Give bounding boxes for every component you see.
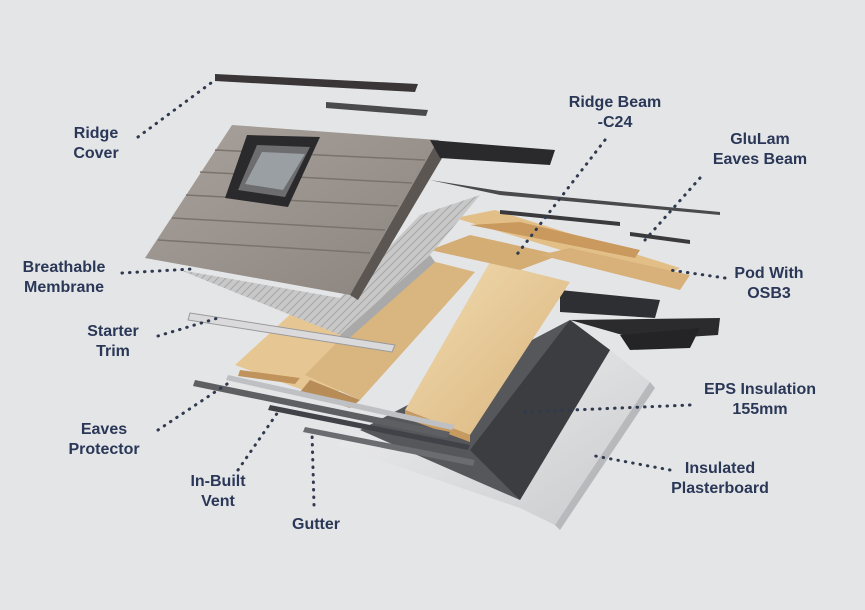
label-eps: EPS Insulation 155mm — [695, 380, 825, 420]
label-pod: Pod With OSB3 — [728, 264, 810, 304]
label-starter-trim: Starter Trim — [82, 322, 144, 362]
leader-eaves-protector — [158, 382, 230, 430]
leader-starter — [158, 318, 218, 336]
leader-vent — [238, 412, 278, 470]
label-glulam: GluLam Eaves Beam — [705, 130, 815, 170]
label-eaves-protector: Eaves Protector — [62, 420, 146, 460]
label-gutter: Gutter — [286, 515, 346, 535]
label-ridge-beam: Ridge Beam -C24 — [560, 93, 670, 133]
ridge-cover-pieces — [215, 74, 428, 116]
label-membrane: Breathable Membrane — [14, 258, 114, 298]
leader-membrane — [122, 269, 192, 273]
label-plasterboard: Insulated Plasterboard — [665, 459, 775, 499]
leader-ridge-cover — [138, 80, 215, 137]
ridge-beam-rails — [430, 180, 720, 244]
label-ridge-cover: Ridge Cover — [68, 124, 124, 164]
leader-gutter — [312, 432, 314, 505]
label-vent: In-Built Vent — [182, 472, 254, 512]
